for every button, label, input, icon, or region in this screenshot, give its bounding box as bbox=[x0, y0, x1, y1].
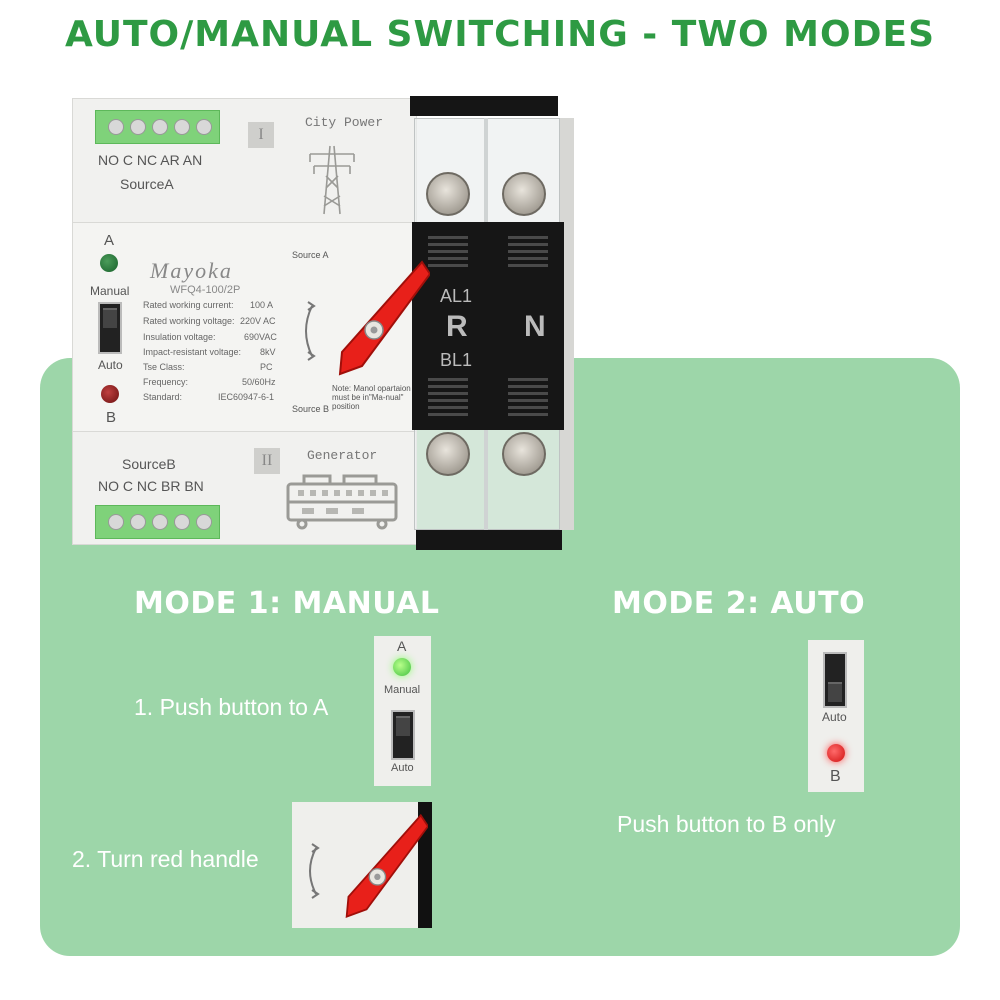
manual-switch-closeup: A Manual Auto bbox=[374, 636, 431, 786]
closeup-auto-label: Auto bbox=[391, 762, 414, 774]
generator-label: Generator bbox=[307, 448, 378, 463]
vent-slots bbox=[428, 236, 468, 267]
source-a-terminal-block bbox=[95, 110, 220, 144]
source-b-terminal-labels: NO C NC BR BN bbox=[98, 478, 204, 494]
breaker-al1-label: AL1 bbox=[440, 286, 473, 306]
closeup-manual-label: Manual bbox=[384, 684, 421, 696]
mode-2-title: MODE 2: AUTO bbox=[612, 586, 866, 621]
terminal-screw bbox=[108, 514, 124, 530]
closeup-switch-down bbox=[823, 652, 847, 708]
red-handle-icon bbox=[345, 813, 428, 918]
spec-name: Rated working voltage: bbox=[143, 316, 235, 326]
headline: AUTO/MANUAL SWITCHING - TWO MODES bbox=[64, 14, 936, 55]
source-b-small-label: Source B bbox=[292, 404, 330, 414]
spec-value: 220V AC bbox=[240, 316, 276, 326]
source-a-label: SourceA bbox=[120, 176, 174, 192]
spec-value: 8kV bbox=[260, 347, 276, 357]
breaker-bl1-label: BL1 bbox=[440, 350, 473, 370]
led-a-label: A bbox=[104, 232, 115, 249]
auto-switch-closeup: Auto B bbox=[808, 640, 864, 792]
operation-note: Note: Manol opartaion must be in"Ma-nual… bbox=[332, 384, 411, 411]
red-handle-icon[interactable] bbox=[326, 258, 430, 378]
vent-slots bbox=[508, 236, 548, 267]
model-label: WFQ4-100/2P bbox=[170, 284, 241, 296]
switch-knob bbox=[103, 308, 117, 328]
spec-value: 100 A bbox=[250, 300, 274, 310]
terminal-screw bbox=[196, 514, 212, 530]
breaker-bottom-cap bbox=[416, 530, 562, 550]
breaker-n-label: N bbox=[524, 310, 546, 343]
closeup-auto-label: Auto bbox=[822, 710, 847, 724]
rotate-arrow-icon bbox=[305, 301, 316, 361]
switch-knob bbox=[396, 716, 410, 736]
spec-value: 50/60Hz bbox=[242, 377, 276, 387]
spec-name: Standard: bbox=[143, 392, 183, 402]
terminal-bolt bbox=[502, 172, 546, 216]
breaker-top-cap bbox=[410, 96, 558, 116]
closeup-switch-up bbox=[391, 710, 415, 760]
spec-value: PC bbox=[260, 362, 273, 372]
mode-1-step-2: 2. Turn red handle bbox=[72, 846, 259, 872]
spec-name: Frequency: bbox=[143, 377, 189, 387]
breaker-r-label: R bbox=[446, 310, 468, 343]
mode-2-step: Push button to B only bbox=[617, 811, 836, 837]
brand-label: Mayoka bbox=[150, 258, 233, 283]
source-b-indicator-led bbox=[101, 385, 119, 403]
breaker-body bbox=[412, 222, 564, 430]
manual-label: Manual bbox=[90, 284, 130, 298]
spec-value: 690VAC bbox=[244, 332, 277, 342]
roman-numeral-two: II bbox=[254, 448, 280, 474]
closeup-b-label: B bbox=[830, 768, 841, 785]
terminal-screw bbox=[108, 119, 124, 135]
spec-name: Rated working current: bbox=[143, 300, 234, 310]
terminal-screw bbox=[174, 119, 190, 135]
terminal-screw bbox=[174, 514, 190, 530]
terminal-bolt bbox=[426, 172, 470, 216]
generator-icon bbox=[286, 474, 398, 530]
spec-name: Impact-resistant voltage: bbox=[143, 347, 242, 357]
terminal-screw bbox=[196, 119, 212, 135]
vent-slots bbox=[428, 378, 468, 416]
handle-closeup bbox=[292, 802, 432, 928]
led-b-label: B bbox=[106, 409, 117, 426]
source-a-terminal-labels: NO C NC AR AN bbox=[98, 152, 203, 168]
source-a-small-label: Source A bbox=[292, 250, 329, 260]
spec-value: IEC60947-6-1 bbox=[218, 392, 275, 402]
power-tower-icon bbox=[309, 145, 355, 215]
switch-knob bbox=[828, 682, 842, 702]
terminal-screw bbox=[152, 119, 168, 135]
rotate-arrow-icon bbox=[309, 843, 320, 899]
spec-name: Insulation voltage: bbox=[143, 332, 216, 342]
terminal-bolt bbox=[426, 432, 470, 476]
mode-1-step-1: 1. Push button to A bbox=[134, 694, 329, 720]
roman-numeral-one: I bbox=[248, 122, 274, 148]
vent-slots bbox=[508, 378, 548, 416]
mode-selector-switch[interactable] bbox=[98, 302, 122, 354]
green-led-lit bbox=[393, 658, 411, 676]
terminal-screw bbox=[130, 119, 146, 135]
middle-module bbox=[72, 222, 417, 432]
auto-label: Auto bbox=[98, 358, 123, 372]
spec-name: Tse Class: bbox=[143, 362, 185, 372]
source-a-indicator-led bbox=[100, 254, 118, 272]
terminal-screw bbox=[130, 514, 146, 530]
transfer-switch-device: NO C NC AR AN SourceA SourceB NO C NC BR… bbox=[72, 96, 574, 550]
terminal-bolt bbox=[502, 432, 546, 476]
terminal-screw bbox=[152, 514, 168, 530]
red-led-lit bbox=[827, 744, 845, 762]
closeup-a-label: A bbox=[397, 638, 407, 654]
mode-1-title: MODE 1: MANUAL bbox=[134, 586, 440, 621]
source-b-label: SourceB bbox=[122, 456, 176, 472]
source-b-terminal-block bbox=[95, 505, 220, 539]
city-power-label: City Power bbox=[305, 115, 384, 130]
